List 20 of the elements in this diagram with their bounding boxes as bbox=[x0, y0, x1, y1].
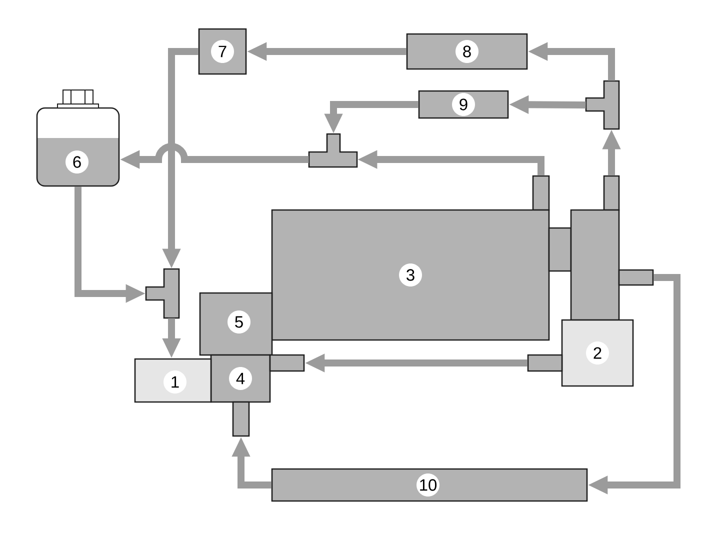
callout-number: 6 bbox=[66, 150, 88, 174]
callout-number: 1 bbox=[164, 370, 186, 394]
callout-number: 8 bbox=[456, 40, 478, 63]
callout-number: 9 bbox=[452, 93, 475, 116]
pipe-stub bbox=[618, 269, 654, 286]
callout-number: 10 bbox=[416, 474, 440, 496]
tee-fitting bbox=[145, 268, 180, 319]
callout-number: 3 bbox=[399, 264, 422, 286]
pipe-stub bbox=[527, 354, 563, 372]
pipe-stub bbox=[532, 175, 550, 211]
tee-fitting bbox=[308, 133, 358, 168]
callout-number: 4 bbox=[229, 367, 252, 390]
callout-number: 5 bbox=[228, 310, 250, 334]
callout-number: 2 bbox=[586, 342, 609, 364]
callout-number: 7 bbox=[211, 40, 234, 63]
tee-fitting bbox=[585, 80, 620, 130]
pipe-stub bbox=[232, 401, 250, 437]
pipe-stub bbox=[603, 175, 620, 211]
pipe-stub bbox=[269, 354, 305, 372]
coupling-block bbox=[548, 227, 572, 272]
